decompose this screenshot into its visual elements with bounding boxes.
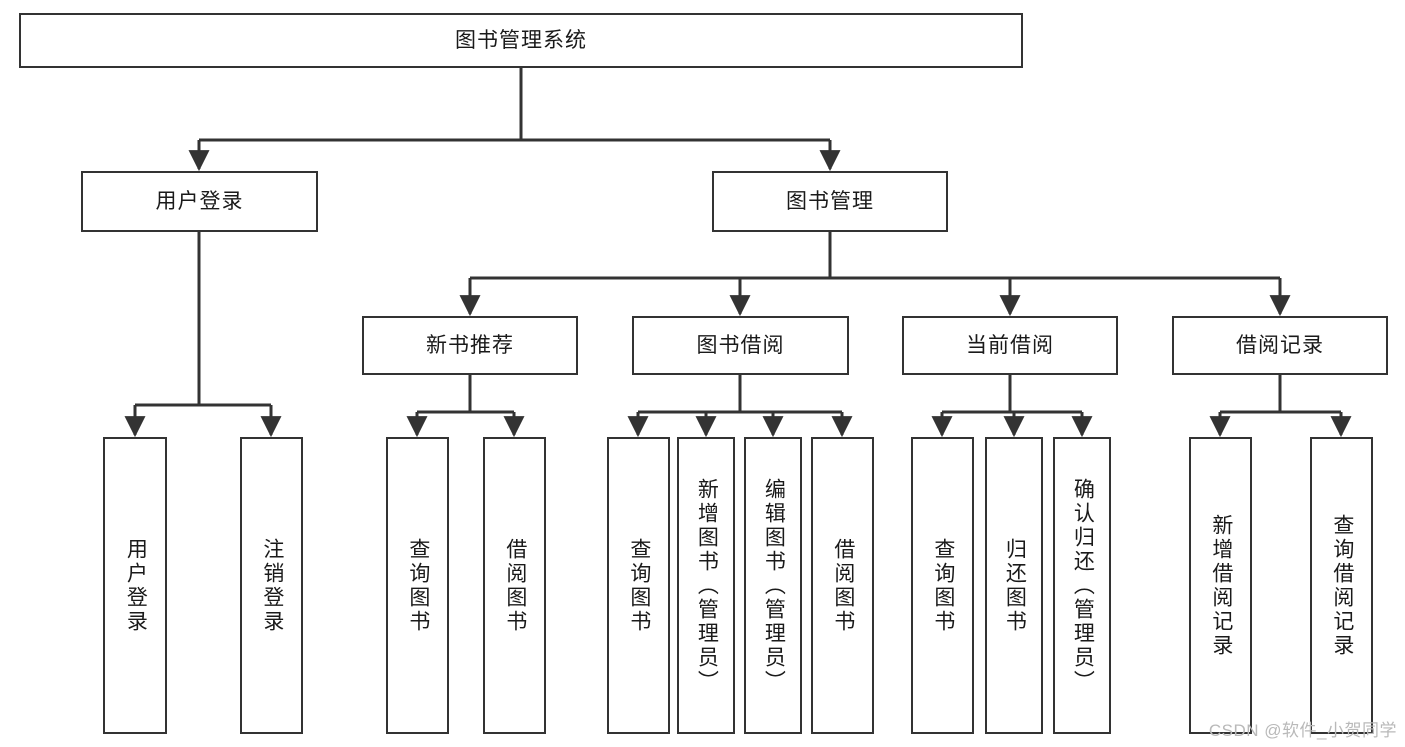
node-label: 查询图书 <box>931 537 955 634</box>
node-leaf-query-borrow-record[interactable]: 查询借阅记录 <box>1310 437 1373 734</box>
node-label: 用户登录 <box>155 189 244 213</box>
node-label: 新增借阅记录 <box>1209 513 1233 658</box>
node-label: 借阅图书 <box>831 537 855 634</box>
node-leaf-add-borrow-record[interactable]: 新增借阅记录 <box>1189 437 1252 734</box>
node-leaf-confirm-return-admin[interactable]: 确认归还（管理员） <box>1053 437 1111 734</box>
node-leaf-return-book[interactable]: 归还图书 <box>985 437 1043 734</box>
node-current-borrow[interactable]: 当前借阅 <box>902 316 1118 375</box>
node-label: 用户登录 <box>124 537 148 634</box>
watermark-text: CSDN @软件_小贺同学 <box>1208 721 1397 740</box>
node-leaf-add-book-admin[interactable]: 新增图书（管理员） <box>677 437 735 734</box>
node-leaf-logout[interactable]: 注销登录 <box>240 437 303 734</box>
node-user-login[interactable]: 用户登录 <box>81 171 318 232</box>
node-label: 归还图书 <box>1003 537 1027 634</box>
node-label: 借阅记录 <box>1236 333 1324 357</box>
node-leaf-edit-book-admin[interactable]: 编辑图书（管理员） <box>744 437 802 734</box>
node-label: 图书借阅 <box>696 333 785 357</box>
node-leaf-user-login[interactable]: 用户登录 <box>103 437 167 734</box>
node-label: 图书管理 <box>786 189 874 213</box>
node-leaf-borrow-book-recommend[interactable]: 借阅图书 <box>483 437 546 734</box>
node-root[interactable]: 图书管理系统 <box>19 13 1023 68</box>
node-leaf-query-book-recommend[interactable]: 查询图书 <box>386 437 449 734</box>
node-leaf-borrow-book[interactable]: 借阅图书 <box>811 437 874 734</box>
node-new-book-recommend[interactable]: 新书推荐 <box>362 316 578 375</box>
node-book-manage[interactable]: 图书管理 <box>712 171 948 232</box>
node-label: 查询图书 <box>406 537 430 634</box>
node-label: 图书管理系统 <box>455 28 587 52</box>
node-label: 注销登录 <box>260 537 284 634</box>
node-label: 查询借阅记录 <box>1330 513 1354 658</box>
node-borrow-records[interactable]: 借阅记录 <box>1172 316 1388 375</box>
edge-paths <box>124 68 1352 438</box>
node-label: 新增图书（管理员） <box>695 477 719 694</box>
node-label: 查询图书 <box>627 537 651 634</box>
node-leaf-query-book-current[interactable]: 查询图书 <box>911 437 974 734</box>
node-label: 当前借阅 <box>966 333 1054 357</box>
node-leaf-query-book-borrow[interactable]: 查询图书 <box>607 437 670 734</box>
node-book-borrow[interactable]: 图书借阅 <box>632 316 849 375</box>
node-label: 编辑图书（管理员） <box>762 477 786 694</box>
node-label: 借阅图书 <box>503 537 527 634</box>
node-label: 确认归还（管理员） <box>1071 477 1095 694</box>
node-label: 新书推荐 <box>426 333 514 357</box>
